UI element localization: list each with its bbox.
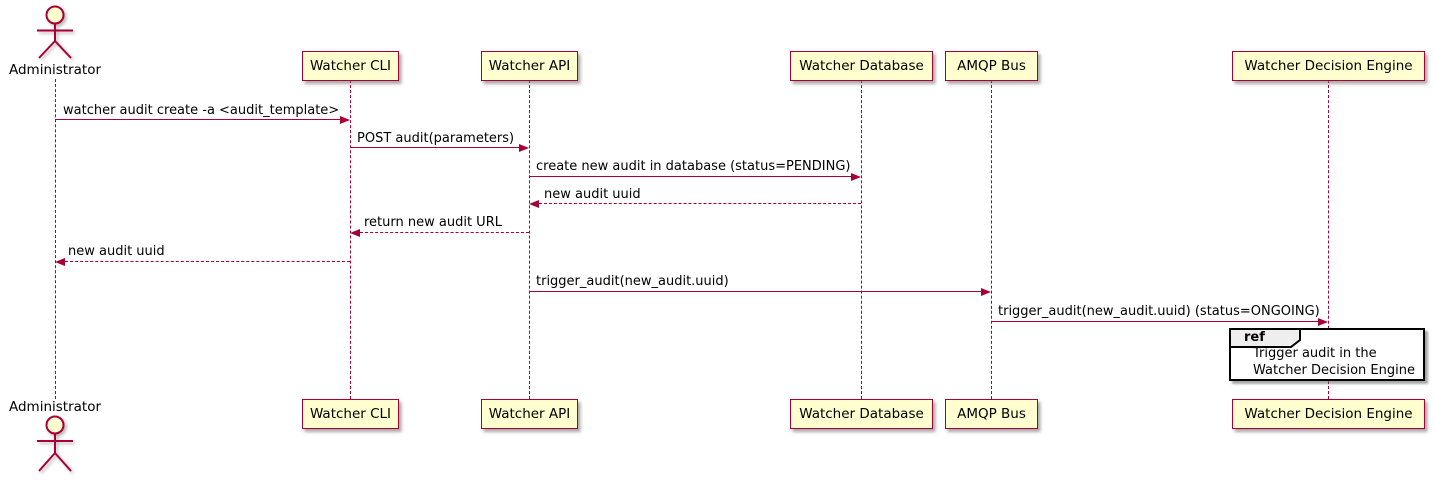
message-4-line [539,203,861,204]
participant-watcher-database-top: Watcher Database [790,51,933,81]
participant-watcher-api-top: Watcher API [481,51,578,81]
message-1-label: watcher audit create -a <audit_template> [63,103,340,118]
message-3-line [529,176,852,177]
message-3-arrowhead-icon [851,172,861,181]
participant-watcher-cli-top: Watcher CLI [302,51,399,81]
message-1-line [55,119,341,120]
lifeline-administrator [54,79,56,399]
lifeline-watcher-database [861,80,862,399]
actor-label-top: Administrator [8,62,102,78]
participant-amqp-bus-top: AMQP Bus [945,51,1038,81]
message-5-line [360,232,529,233]
ref-pentagon-icon [1229,328,1303,353]
message-1-arrowhead-icon [340,115,350,124]
message-7-line [529,291,982,292]
ref-keyword: ref [1244,330,1265,345]
message-7-label: trigger_audit(new_audit.uuid) [536,274,729,289]
message-8-line [991,321,1319,322]
lifeline-watcher-cli [350,80,351,399]
message-4-label: new audit uuid [544,187,641,202]
actor-icon [30,4,80,64]
message-6-label: new audit uuid [68,244,165,259]
participant-amqp-bus-bottom: AMQP Bus [945,399,1038,429]
lifeline-amqp-bus [991,80,992,399]
ref-text: Trigger audit in the Watcher Decision En… [1253,345,1415,379]
ref-text-line1: Trigger audit in the [1253,346,1377,361]
message-3-label: create new audit in database (status=PEN… [536,159,851,174]
message-6-arrowhead-icon [55,257,65,266]
message-5-label: return new audit URL [364,215,502,230]
participant-watcher-cli-bottom: Watcher CLI [302,399,399,429]
message-5-arrowhead-icon [350,228,360,237]
message-2-line [350,147,520,148]
message-2-arrowhead-icon [519,143,529,152]
message-8-label: trigger_audit(new_audit.uuid) (status=ON… [998,304,1320,319]
actor-icon-bottom [30,414,80,478]
message-4-arrowhead-icon [529,199,539,208]
ref-fragment: ref Trigger audit in the Watcher Decisio… [1229,328,1425,381]
message-8-arrowhead-icon [1318,317,1328,326]
message-7-arrowhead-icon [981,287,991,296]
actor-label-bottom: Administrator [8,399,102,415]
participant-watcher-database-bottom: Watcher Database [790,399,933,429]
message-6-line [65,261,350,262]
participant-watcher-api-bottom: Watcher API [481,399,578,429]
lifeline-watcher-decision-engine [1328,80,1329,399]
participant-watcher-decision-engine-bottom: Watcher Decision Engine [1232,399,1425,429]
message-2-label: POST audit(parameters) [357,131,515,146]
lifeline-watcher-api [529,80,530,399]
participant-watcher-decision-engine-top: Watcher Decision Engine [1232,51,1425,81]
ref-text-line2: Watcher Decision Engine [1253,363,1415,378]
